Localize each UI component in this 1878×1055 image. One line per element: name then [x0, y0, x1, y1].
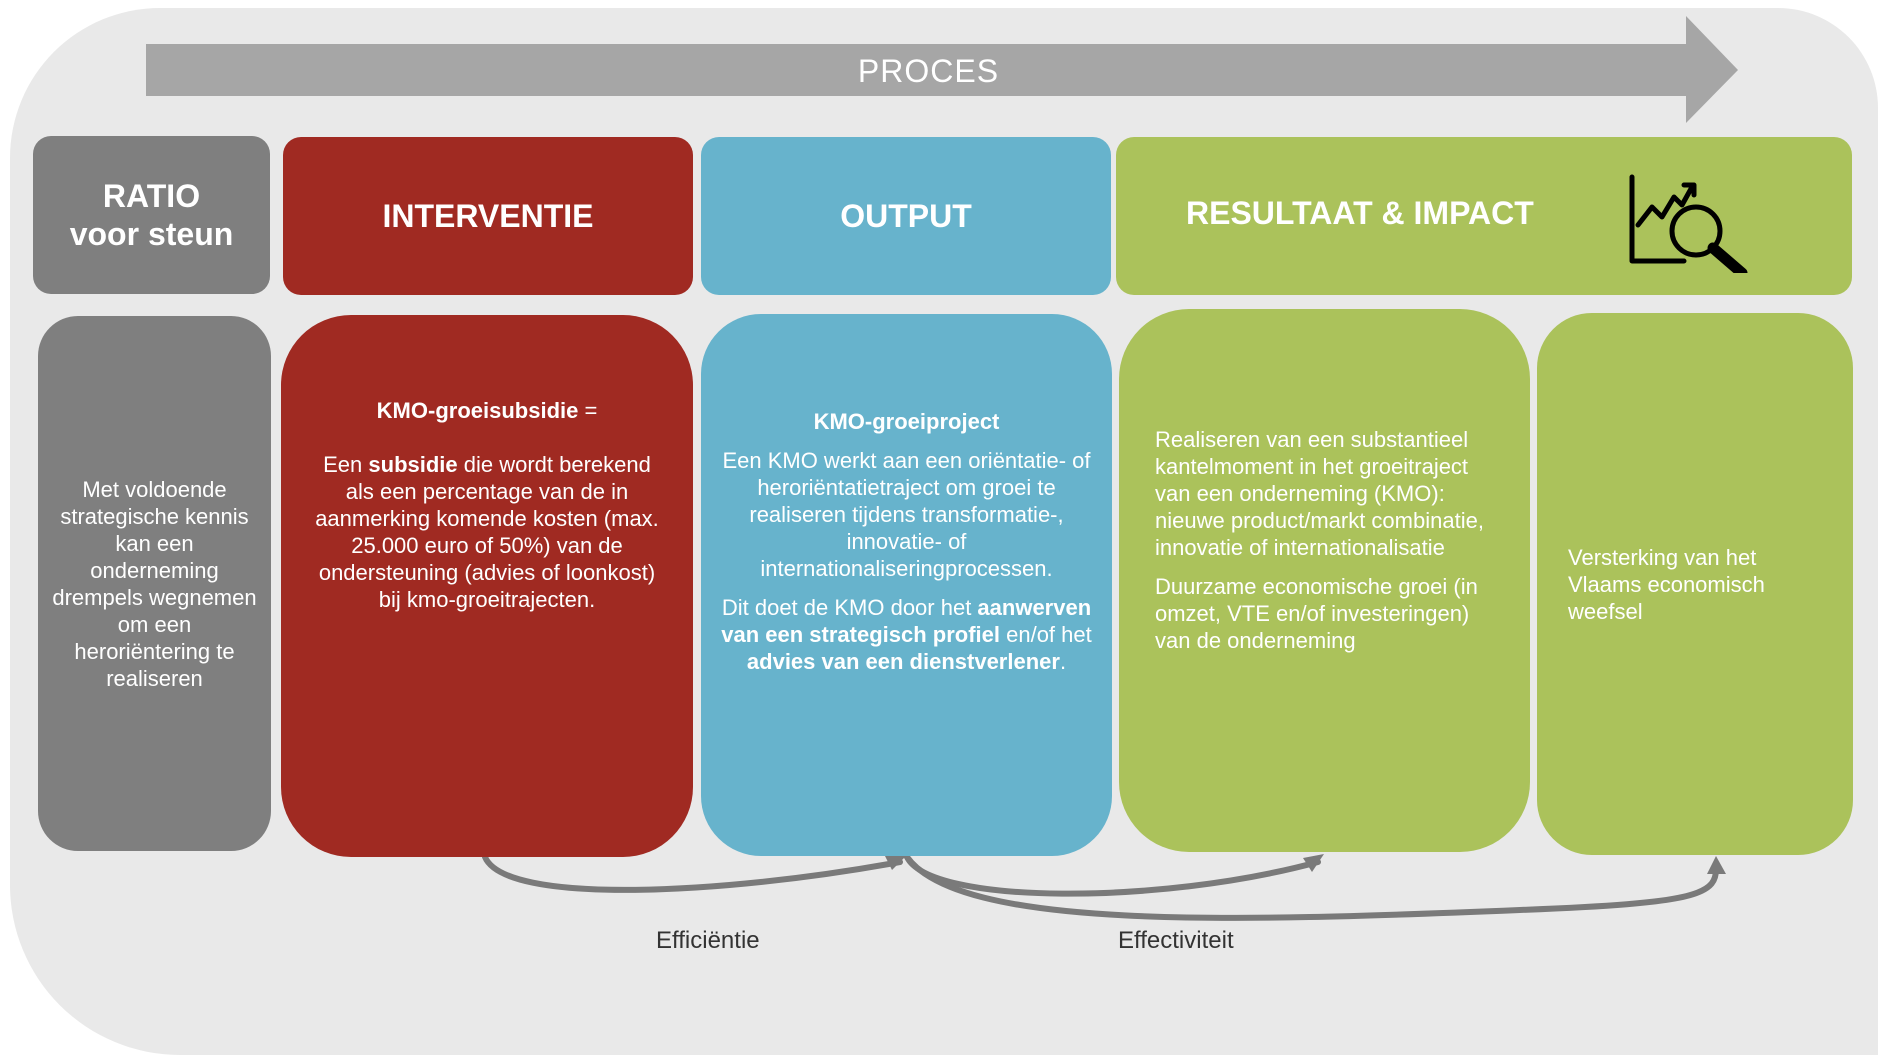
ratio-header-line2: voor steun — [69, 216, 234, 252]
ratio-box: Met voldoende strategische kennis kan ee… — [38, 316, 271, 851]
output-paragraph-2: Dit doet de KMO door het aanwerven van e… — [721, 594, 1092, 675]
impact-text: Versterking van het Vlaams economisch we… — [1568, 544, 1765, 624]
interventie-title-line: KMO-groeisubsidie = — [311, 397, 663, 424]
resultaat-header-label: RESULTAAT & IMPACT — [1186, 195, 1534, 231]
resultaat-paragraph-2: Duurzame economische groei (in omzet, VT… — [1155, 574, 1478, 653]
interventie-text-part3: die wordt berekend als een percentage va… — [315, 452, 659, 612]
output-p2-part-e: . — [1059, 649, 1067, 674]
interventie-description: Een subsidie die wordt berekend als een … — [311, 451, 663, 613]
impact-arrowhead — [1707, 856, 1726, 874]
resultaat-box: Realiseren van een substantieel kantelmo… — [1119, 309, 1530, 852]
process-arrow — [146, 16, 1738, 123]
efficiency-connector — [482, 854, 903, 893]
output-header: OUTPUT — [701, 137, 1111, 295]
resultaat-paragraph-1: Realiseren van een substantieel kantelmo… — [1155, 427, 1484, 560]
ratio-text: Met voldoende strategische kennis kan ee… — [52, 476, 257, 691]
interventie-title: KMO-groeisubsidie — [376, 398, 579, 423]
interventie-text-part1: Een — [323, 452, 369, 477]
process-label: PROCES — [857, 52, 1000, 89]
efficiency-arrowhead — [885, 856, 906, 870]
output-box: KMO-groeiproject Een KMO werkt aan een o… — [701, 314, 1112, 856]
interventie-header: INTERVENTIE — [283, 137, 693, 295]
interventie-box: KMO-groeisubsidie = Een subsidie die wor… — [281, 315, 693, 857]
effectiveness-connector-impact — [904, 854, 1720, 921]
output-title: KMO-groeiproject — [813, 409, 1000, 434]
output-p2-bold-b: advies van een dienstverlener — [746, 649, 1060, 674]
output-p2-part-a: Dit doet de KMO door het — [721, 595, 978, 620]
effectiviteit-caption: Effectiviteit — [1118, 927, 1234, 954]
output-p2-bold-a: aanwerven van een strategisch profiel — [721, 595, 1092, 647]
resultaat-header: RESULTAAT & IMPACT — [1116, 137, 1852, 295]
output-p2-part-c: en/of het — [1000, 622, 1092, 647]
effectiveness-connector-result — [904, 854, 1321, 897]
interventie-text-bold: subsidie — [368, 452, 458, 477]
result-arrowhead — [1303, 854, 1324, 872]
efficientie-caption: Efficiëntie — [656, 927, 760, 954]
ratio-header-line1: RATIO — [102, 178, 201, 214]
chart-magnifier-icon — [1629, 174, 1748, 273]
impact-box: Versterking van het Vlaams economisch we… — [1537, 313, 1853, 855]
ratio-header: RATIO voor steun — [33, 136, 270, 294]
interventie-title-suffix: = — [578, 398, 598, 423]
output-paragraph-1: Een KMO werkt aan een oriëntatie- of her… — [722, 448, 1091, 581]
